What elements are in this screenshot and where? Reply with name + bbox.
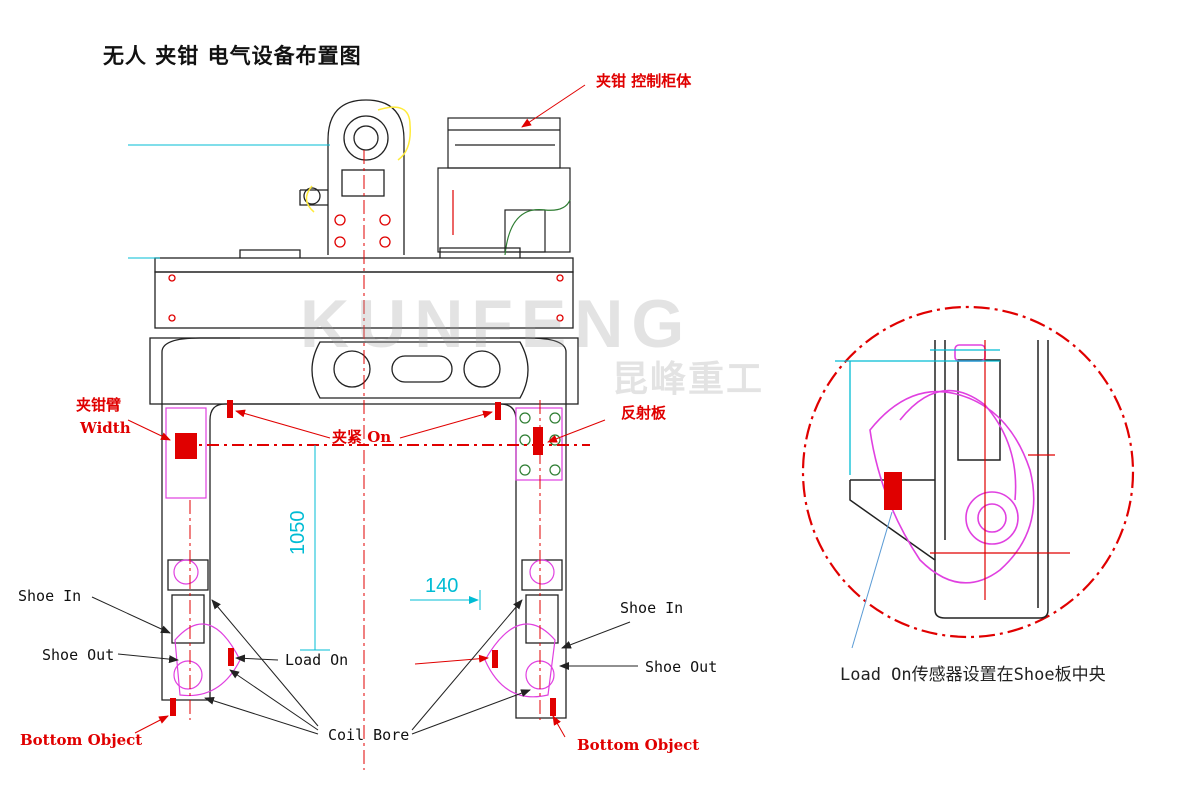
load-on-sensor-detail [884, 472, 902, 510]
right-arm [499, 337, 567, 719]
leaders-black [91, 596, 638, 735]
label-load-on: Load On [285, 651, 349, 669]
hook-outline [305, 106, 411, 213]
detail-caption: Load On传感器设置在Shoe板中央 [840, 665, 1106, 685]
leaders-red [127, 84, 606, 738]
centerlines [189, 150, 541, 770]
label-clamp-on: 夹紧 On [332, 428, 392, 446]
cyan-lines [128, 144, 330, 259]
watermark-brand: KUNFENG [300, 286, 693, 362]
label-width: Width [80, 419, 131, 437]
bottom-sensor-right [550, 698, 556, 716]
label-reflector: 反射板 [621, 404, 667, 422]
label-bottom-object-left: Bottom Object [20, 731, 143, 749]
left-arm [161, 337, 300, 701]
detail-drawing [849, 340, 1049, 619]
detail-magenta [869, 344, 1035, 584]
label-coil-bore: Coil Bore [328, 726, 410, 744]
detail-cyan [835, 349, 1000, 475]
diagram-title: 无人 夹钳 电气设备布置图 [103, 43, 362, 68]
load-on-sensor-right [492, 650, 498, 668]
reflector-plate [533, 427, 543, 455]
label-bottom-object-right: Bottom Object [577, 736, 700, 754]
dimension-140: 140 [425, 575, 459, 597]
bottom-sensor-left [170, 698, 176, 716]
dim-140-lines [410, 590, 481, 610]
label-shoe-out-right: Shoe Out [645, 658, 718, 676]
control-cabinet-drawing [437, 117, 571, 253]
label-shoe-in-left: Shoe In [18, 587, 82, 605]
cables [504, 199, 571, 256]
dim-1050-lines [300, 445, 330, 651]
label-shoe-in-right: Shoe In [620, 599, 684, 617]
detail-leader [851, 511, 893, 649]
watermark-brand-cn: 昆峰重工 [612, 359, 765, 400]
label-control-cabinet: 夹钳 控制柜体 [596, 72, 692, 90]
clamp-on-sensor-left [227, 400, 233, 418]
label-shoe-out-left: Shoe Out [42, 646, 115, 664]
lifting-lug [299, 99, 405, 255]
clamp-on-sensor-right [495, 402, 501, 420]
detail-circle [801, 305, 1135, 639]
label-clamp-arm: 夹钳臂 [76, 396, 122, 414]
load-on-sensor-left [228, 648, 234, 666]
dimension-1050: 1050 [287, 510, 309, 556]
detail-red [930, 340, 1070, 600]
